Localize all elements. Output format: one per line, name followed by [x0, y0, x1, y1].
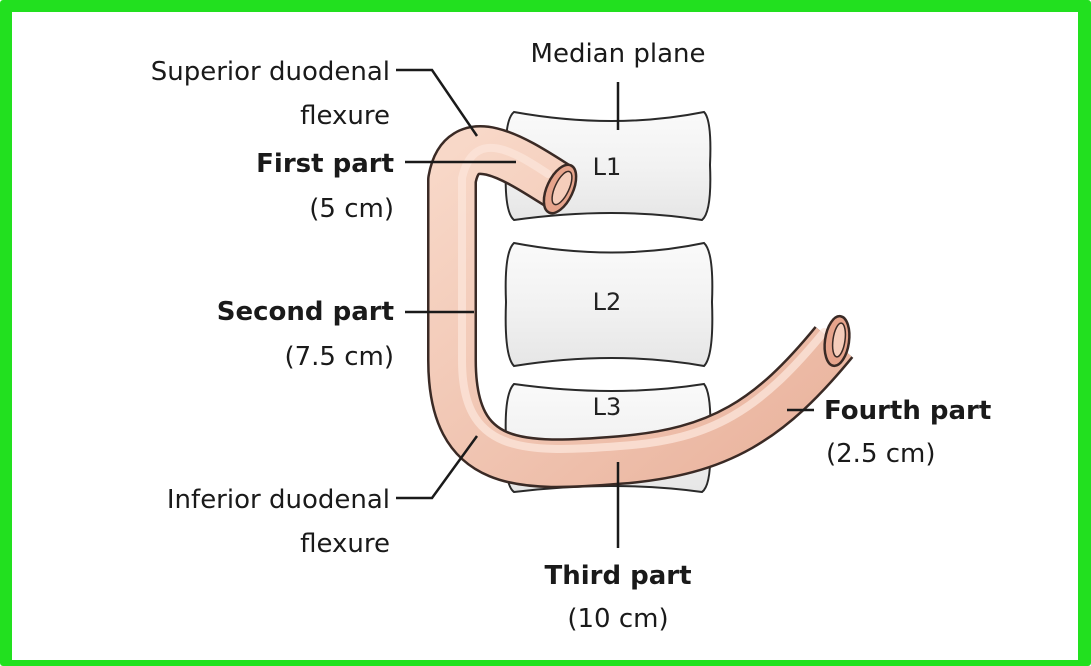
first-part-label: First part — [150, 148, 394, 180]
second-part-length: (7.5 cm) — [150, 341, 394, 373]
second-part-label: Second part — [150, 296, 394, 328]
third-part-length: (10 cm) — [508, 603, 728, 635]
inferior-flexure-label-line2: flexure — [60, 528, 390, 560]
vertebra-label-l1: L1 — [593, 153, 622, 181]
fourth-part-label: Fourth part — [824, 395, 991, 427]
third-part-label: Third part — [508, 560, 728, 592]
fourth-part-length: (2.5 cm) — [826, 438, 936, 470]
first-part-length: (5 cm) — [150, 193, 394, 225]
vertebra-label-l3: L3 — [593, 393, 622, 421]
inferior-flexure-label-line1: Inferior duodenal — [60, 484, 390, 516]
median-plane-label: Median plane — [508, 38, 728, 70]
vertebra-label-l2: L2 — [593, 288, 622, 316]
superior-flexure-label-line2: flexure — [60, 100, 390, 132]
superior-flexure-label-line1: Superior duodenal — [60, 56, 390, 88]
superior-flexure-leader — [396, 70, 477, 136]
